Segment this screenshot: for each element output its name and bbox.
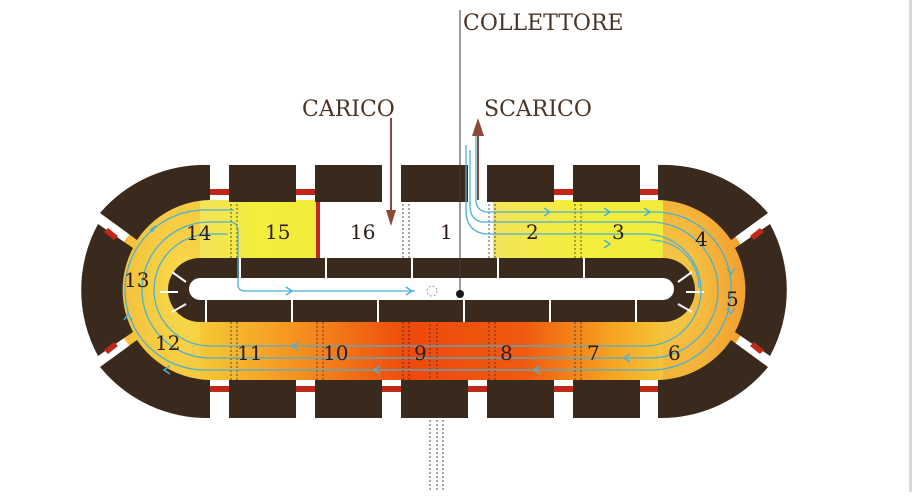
cell-number-8: 8 [500, 341, 513, 365]
cell-number-14: 14 [186, 221, 211, 245]
cell-number-9: 9 [414, 341, 427, 365]
red-seals [104, 189, 764, 392]
cell-number-2: 2 [526, 220, 539, 244]
cell-number-10: 10 [323, 341, 348, 365]
cell-number-13: 13 [124, 268, 149, 292]
collettore-label: COLLETTORE [463, 11, 624, 36]
scarico-label: SCARICO [484, 97, 592, 122]
flow-arrows [123, 207, 736, 375]
carico-arrow [386, 118, 396, 226]
cell-number-15: 15 [265, 220, 290, 244]
scarico-arrow [472, 118, 484, 200]
cell-number-11: 11 [237, 341, 262, 365]
cell-number-12: 12 [155, 331, 180, 355]
cell-number-4: 4 [695, 227, 708, 251]
collector-line [456, 10, 464, 298]
cell-number-5: 5 [726, 287, 739, 311]
inner-island [160, 258, 704, 322]
cell-numbers: 1 2 3 4 5 6 7 8 9 10 11 12 13 14 15 16 [124, 220, 739, 365]
cell-number-1: 1 [440, 220, 453, 244]
cell-number-7: 7 [587, 341, 600, 365]
outer-blocks [81, 164, 787, 419]
frame-edge [909, 0, 912, 492]
cell-number-3: 3 [612, 220, 625, 244]
cell-number-6: 6 [668, 341, 681, 365]
cell-number-16: 16 [350, 220, 375, 244]
carico-label: CARICO [302, 97, 395, 122]
air-flow [124, 135, 732, 371]
